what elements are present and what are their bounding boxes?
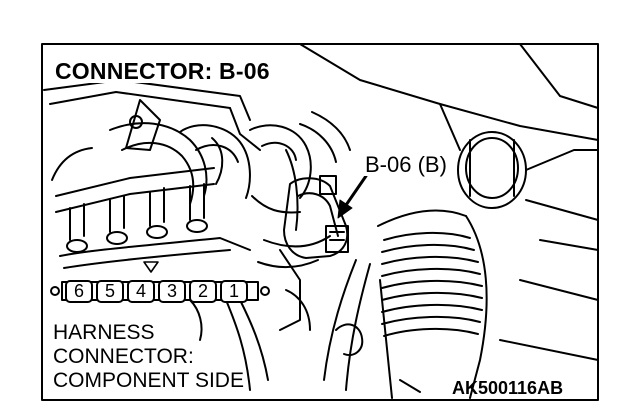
figure-frame [41, 43, 599, 401]
connector-pin-label: 4 [135, 281, 146, 301]
hood-outline [43, 43, 599, 151]
connector-pin-label: 6 [73, 281, 84, 301]
pin-cell-4 [127, 280, 155, 303]
air-intake-hose [377, 209, 488, 399]
fuel-injectors [51, 147, 251, 269]
wiring-and-hoses [225, 111, 371, 391]
pin-cell-2 [189, 280, 217, 303]
connector-pin-label: 5 [104, 281, 115, 301]
pin-cell-1 [220, 280, 248, 303]
connector-pin-label: 2 [197, 281, 208, 301]
harness-caption-line: COMPONENT SIDE [53, 369, 244, 392]
callout-arrow [337, 174, 368, 219]
air-cleaner [457, 131, 599, 361]
connector-latch-left [50, 286, 60, 296]
connector-latch-right [260, 286, 270, 296]
pin-cell-6 [65, 280, 93, 303]
pin-cell-3 [158, 280, 186, 303]
figure-title: CONNECTOR: B-06 [52, 60, 273, 83]
connector-pin-label: 3 [166, 281, 177, 301]
connector-key-triangle [143, 261, 159, 273]
connector-callout-label: B-06 (B) [363, 152, 449, 177]
pin-cell-5 [96, 280, 124, 303]
lower-details [189, 249, 421, 393]
harness-caption-line: CONNECTOR: [53, 345, 194, 368]
connector-b06 [325, 225, 349, 253]
connector-pin-label: 1 [228, 281, 239, 301]
throttle-body [283, 175, 349, 259]
harness-caption-line: HARNESS [53, 321, 155, 344]
intake-manifold [109, 99, 312, 205]
figure-code: AK500116AB [452, 378, 564, 398]
harness-connector-diagram [50, 261, 270, 303]
